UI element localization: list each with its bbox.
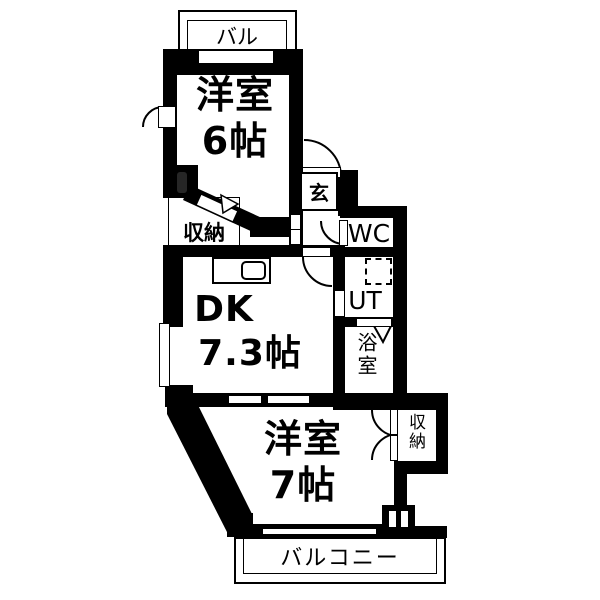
wc-label: WC xyxy=(347,219,391,248)
room-western6-label: 洋室 6帖 xyxy=(170,72,300,165)
sliding-door-opening xyxy=(228,395,262,404)
dk-door-panel xyxy=(302,247,331,257)
shoe-cabinet xyxy=(290,214,301,230)
room-name: 洋室 xyxy=(195,73,274,117)
washer-pan xyxy=(365,258,392,285)
diagonal-wall xyxy=(167,393,253,534)
closet-lower-label: 収納 xyxy=(405,413,425,451)
pillar-slit xyxy=(177,172,187,193)
room-size: 6帖 xyxy=(201,119,269,164)
wall-segment xyxy=(394,474,407,507)
wall-segment xyxy=(394,461,448,474)
closet-upper-label: 収納 xyxy=(183,221,225,245)
balcony-top-label: バル xyxy=(216,25,258,49)
sliding-door-arrow xyxy=(220,193,240,215)
wall-segment xyxy=(333,393,448,410)
entrance-label: 玄 xyxy=(309,181,329,205)
wall-segment xyxy=(380,526,447,538)
exterior-door-panel xyxy=(158,106,176,128)
wall-segment xyxy=(163,245,345,257)
room-dk-label: DK 7.3帖 xyxy=(165,288,315,376)
balcony-bottom-label: バルコニー xyxy=(280,546,400,571)
sliding-door-opening xyxy=(267,395,310,404)
window xyxy=(198,50,274,64)
ut-door-opening xyxy=(334,290,345,317)
wall-segment xyxy=(343,247,407,257)
wall-segment xyxy=(163,245,183,327)
kitchen-sink xyxy=(241,261,266,280)
room-western7-label: 洋室 7帖 xyxy=(228,416,378,509)
bath-door-panel xyxy=(356,318,392,327)
closet-door-panel xyxy=(390,409,398,435)
wall-segment xyxy=(340,206,407,218)
balcony-top-floor: バル xyxy=(187,20,287,52)
wall-segment xyxy=(289,49,303,245)
wall-segment xyxy=(436,393,448,474)
window xyxy=(159,323,170,387)
wall-slit xyxy=(389,511,396,527)
wall-segment xyxy=(338,170,358,216)
wall-slit xyxy=(401,511,408,527)
closet-door-panel xyxy=(390,435,398,461)
balcony-bottom-floor: バルコニー xyxy=(243,538,437,574)
entrance-box: 玄 xyxy=(300,172,338,211)
room-name: 洋室 xyxy=(263,417,342,461)
wall-segment xyxy=(250,217,303,237)
bath-label: 浴室 xyxy=(354,332,378,378)
room-name: DK xyxy=(194,289,254,330)
room-size: 7.3帖 xyxy=(198,332,302,374)
wc-door-panel xyxy=(339,220,348,246)
window xyxy=(262,528,377,535)
shoe-cabinet xyxy=(290,229,301,245)
dk-door-swing-arc xyxy=(302,256,333,287)
ut-label: UT xyxy=(348,286,382,315)
room-size: 7帖 xyxy=(269,463,337,508)
wall-segment xyxy=(393,206,407,410)
